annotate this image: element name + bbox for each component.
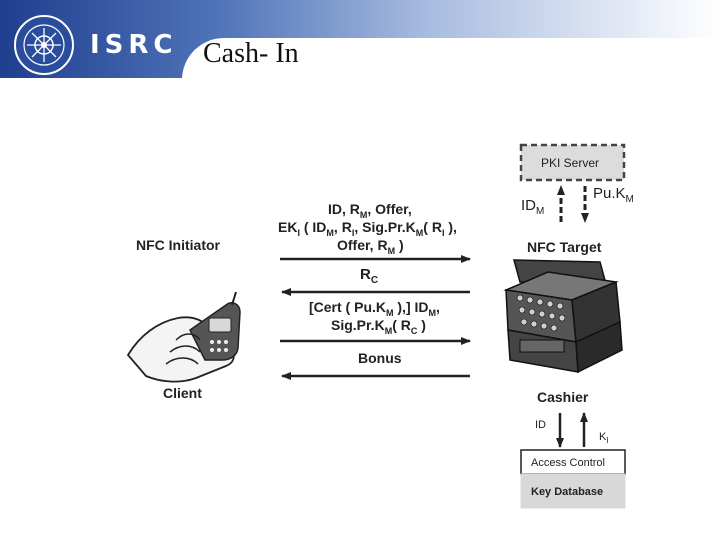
access-control-box: Access Control <box>520 449 626 475</box>
ki-label: KI <box>599 431 609 445</box>
pki-server-label: PKI Server <box>541 156 599 170</box>
pki-arrows <box>557 185 589 223</box>
pki-server-box: PKI Server <box>519 143 626 182</box>
key-database-box: Key Database <box>520 473 626 509</box>
key-database-label: Key Database <box>531 486 603 498</box>
client-hand-phone-illustration <box>126 291 241 383</box>
msg4-label: Bonus <box>358 350 402 366</box>
university-seal-logo <box>14 15 74 75</box>
msg2-label: RC <box>360 266 378 286</box>
id-m-label: IDM <box>521 197 544 217</box>
msg3-line2: Sig.Pr.KM( RC ) <box>331 317 426 336</box>
header-bar <box>0 0 720 78</box>
puk-m-label: Pu.KM <box>593 185 634 205</box>
message-4: Bonus <box>281 350 470 380</box>
nfc-initiator-label: NFC Initiator <box>136 237 221 253</box>
cashier-access-arrows <box>556 412 588 448</box>
id-label: ID <box>535 419 546 431</box>
client-label: Client <box>163 385 202 401</box>
header-notch <box>182 38 720 78</box>
msg3-line1: [Cert ( Pu.KM ),] IDM, <box>309 299 440 318</box>
access-control-label: Access Control <box>531 457 605 469</box>
msg1-line1: ID, RM, Offer, <box>328 201 412 220</box>
brand-name: ISRC <box>90 30 178 60</box>
message-1: ID, RM, Offer, EKI ( IDM, RI, Sig.Pr.KM(… <box>278 201 471 263</box>
msg1-line3: Offer, RM ) <box>337 237 404 256</box>
cash-register-illustration <box>503 259 623 374</box>
cashier-label: Cashier <box>537 389 589 405</box>
message-2: RC <box>281 266 470 296</box>
slide-title: Cash- In <box>203 38 299 69</box>
nfc-target-label: NFC Target <box>527 239 602 255</box>
message-3: [Cert ( Pu.KM ),] IDM, Sig.Pr.KM( RC ) <box>280 299 471 345</box>
msg1-line2: EKI ( IDM, RI, Sig.Pr.KM( RI ), <box>278 219 457 238</box>
